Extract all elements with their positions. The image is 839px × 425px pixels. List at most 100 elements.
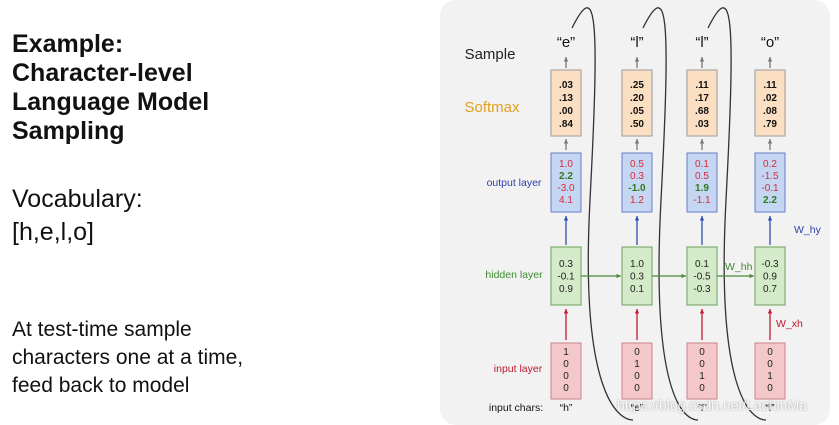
input-box [621, 342, 653, 400]
input-value: 0 [767, 359, 773, 370]
why-arrow-head [699, 216, 705, 221]
input-chars-label: input chars: [489, 402, 543, 414]
title-line: Language Model [12, 88, 210, 116]
input-box [686, 342, 718, 400]
output-value: 0.1 [695, 159, 709, 170]
hidden-value: 0.3 [559, 259, 573, 270]
output-box [754, 152, 786, 213]
output-value: 1.0 [559, 159, 573, 170]
w-hh-label: W_hh [725, 261, 753, 273]
output-value: -1.1 [693, 195, 711, 206]
wxh-arrow-head [634, 309, 640, 314]
softmax-value: .03 [559, 80, 573, 91]
feedback-loop-1 [571, 7, 634, 421]
output-box [621, 152, 653, 213]
softmax-row-label: Softmax [464, 99, 520, 116]
whh-arrow-head [681, 273, 686, 279]
vocabulary-label: Vocabulary: [12, 185, 143, 213]
output-value: 4.1 [559, 195, 573, 206]
input-value: 1 [767, 371, 773, 382]
sample-char: “o” [761, 34, 779, 51]
description-line: feed back to model [12, 374, 190, 397]
softmax-value: .50 [630, 119, 644, 130]
softmax-arrow-head [563, 139, 569, 144]
hidden-value: -0.3 [761, 259, 779, 270]
softmax-value: .17 [695, 93, 709, 104]
why-arrow-head [563, 216, 569, 221]
description-line: characters one at a time, [12, 346, 244, 369]
softmax-box [754, 69, 786, 137]
vocabulary-value: [h,e,l,o] [12, 218, 94, 246]
hidden-value: -0.5 [693, 272, 711, 283]
sample-arrow-head [634, 57, 640, 62]
output-value: -3.0 [557, 183, 575, 194]
input-value: 0 [699, 347, 705, 358]
softmax-value: .13 [559, 93, 573, 104]
watermark: https://blog.csdn.net/LachinMa [617, 397, 807, 413]
output-box [686, 152, 718, 213]
why-arrow-head [634, 216, 640, 221]
softmax-value: .05 [630, 106, 644, 117]
softmax-box [550, 69, 582, 137]
wxh-arrow-head [563, 309, 569, 314]
softmax-value: .68 [695, 106, 709, 117]
output-value: 0.5 [695, 171, 709, 182]
hidden-value: -0.3 [693, 284, 711, 295]
softmax-value: .79 [763, 119, 777, 130]
input-layer-label: input layer [494, 363, 543, 375]
input-value: 0 [563, 383, 569, 394]
hidden-value: 0.7 [763, 284, 777, 295]
wxh-arrow-head [699, 309, 705, 314]
why-arrow-head [767, 216, 773, 221]
input-value: 1 [634, 359, 640, 370]
softmax-value: .02 [763, 93, 777, 104]
title-line: Sampling [12, 117, 125, 145]
hidden-box [686, 246, 718, 306]
sample-char: “l” [630, 34, 643, 51]
input-value: 1 [699, 371, 705, 382]
output-value: 1.2 [630, 195, 644, 206]
input-char: “h” [560, 402, 573, 414]
softmax-value: .84 [559, 119, 573, 130]
description-line: At test-time sample [12, 318, 192, 341]
sample-char: “l” [695, 34, 708, 51]
input-value: 0 [634, 383, 640, 394]
input-char: “l” [697, 402, 707, 414]
hidden-box [754, 246, 786, 306]
description: At test-time sample characters one at a … [12, 316, 243, 400]
softmax-value: .11 [763, 80, 777, 91]
softmax-arrow-head [699, 139, 705, 144]
title-line: Example: [12, 30, 124, 58]
output-value: 0.3 [630, 171, 644, 182]
output-value: -1.0 [628, 183, 646, 194]
output-layer-label: output layer [487, 177, 542, 189]
sample-row-label: Sample [465, 46, 516, 63]
sample-arrow-head [699, 57, 705, 62]
softmax-value: .25 [630, 80, 644, 91]
softmax-box [621, 69, 653, 137]
w-xh-label: W_xh [776, 318, 803, 330]
output-value: 2.2 [763, 195, 777, 206]
softmax-box [686, 69, 718, 137]
output-value: 0.5 [630, 159, 644, 170]
input-char: “e” [631, 402, 644, 414]
softmax-value: .11 [695, 80, 709, 91]
hidden-value: -0.1 [557, 272, 575, 283]
slide-title: Example: Character-level Language Model … [12, 30, 209, 146]
whh-arrow-head [749, 273, 754, 279]
sample-arrow-head [563, 57, 569, 62]
hidden-value: 0.1 [630, 284, 644, 295]
input-value: 0 [634, 347, 640, 358]
softmax-value: .00 [559, 106, 573, 117]
hidden-layer-label: hidden layer [485, 269, 543, 281]
wxh-arrow-head [767, 309, 773, 314]
input-value: 0 [563, 371, 569, 382]
softmax-value: .08 [763, 106, 777, 117]
output-value: 1.9 [695, 183, 709, 194]
hidden-value: 0.1 [695, 259, 709, 270]
input-value: 1 [563, 347, 569, 358]
sample-char: “e” [557, 34, 575, 51]
title-line: Character-level [12, 59, 193, 87]
input-value: 0 [563, 359, 569, 370]
input-value: 0 [767, 383, 773, 394]
